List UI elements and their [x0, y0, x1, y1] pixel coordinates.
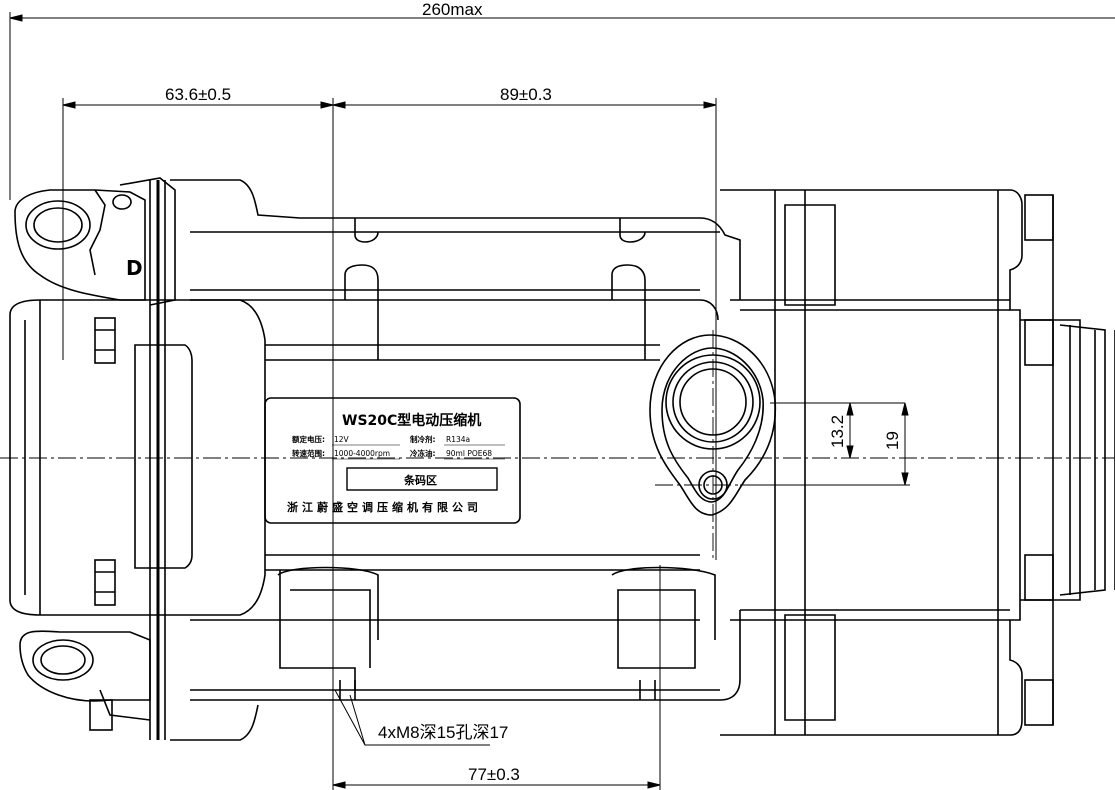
dim-top-span-label: 89±0.3	[500, 85, 552, 104]
mounting-ears	[14, 177, 176, 721]
nameplate-row2-value1: 1000-4000rpm	[334, 449, 390, 458]
main-body	[170, 179, 741, 741]
centerlines	[0, 330, 1115, 560]
dim-left-offset-label: 63.6±0.5	[165, 85, 231, 104]
nameplate-row2-label1: 转速范围:	[292, 448, 325, 458]
dim-port-large-label: 19	[883, 431, 902, 450]
ear-holes	[25, 194, 132, 681]
rear-housing	[720, 189, 1115, 736]
dimension-lines	[9, 12, 1115, 790]
dim-port-small-label: 13.2	[828, 415, 847, 448]
nameplate-manufacturer: 浙江蔚盛空调压缩机有限公司	[287, 500, 482, 514]
dim-bottom-span-label: 77±0.3	[468, 765, 520, 784]
nameplate-barcode-area: 条码区	[403, 473, 437, 487]
d-marking: D	[126, 256, 143, 280]
nameplate-row1-label2: 制冷剂:	[410, 434, 436, 444]
hole-callout-label: 4xM8深15孔深17	[378, 723, 508, 742]
nameplate-title: WS20C型电动压缩机	[342, 412, 481, 429]
nameplate-row1-value1: 12V	[334, 435, 350, 444]
callout-leader	[334, 689, 490, 746]
nameplate-row1-value2: R134a	[446, 435, 470, 444]
nameplate-row1-label1: 额定电压:	[292, 434, 325, 444]
nameplate	[264, 397, 521, 524]
nameplate-row2-label2: 冷冻油:	[410, 448, 436, 458]
front-cover	[9, 180, 266, 740]
dim-overall-label: 260max	[422, 0, 483, 19]
nameplate-row2-value2: 90ml POE68	[446, 449, 492, 458]
